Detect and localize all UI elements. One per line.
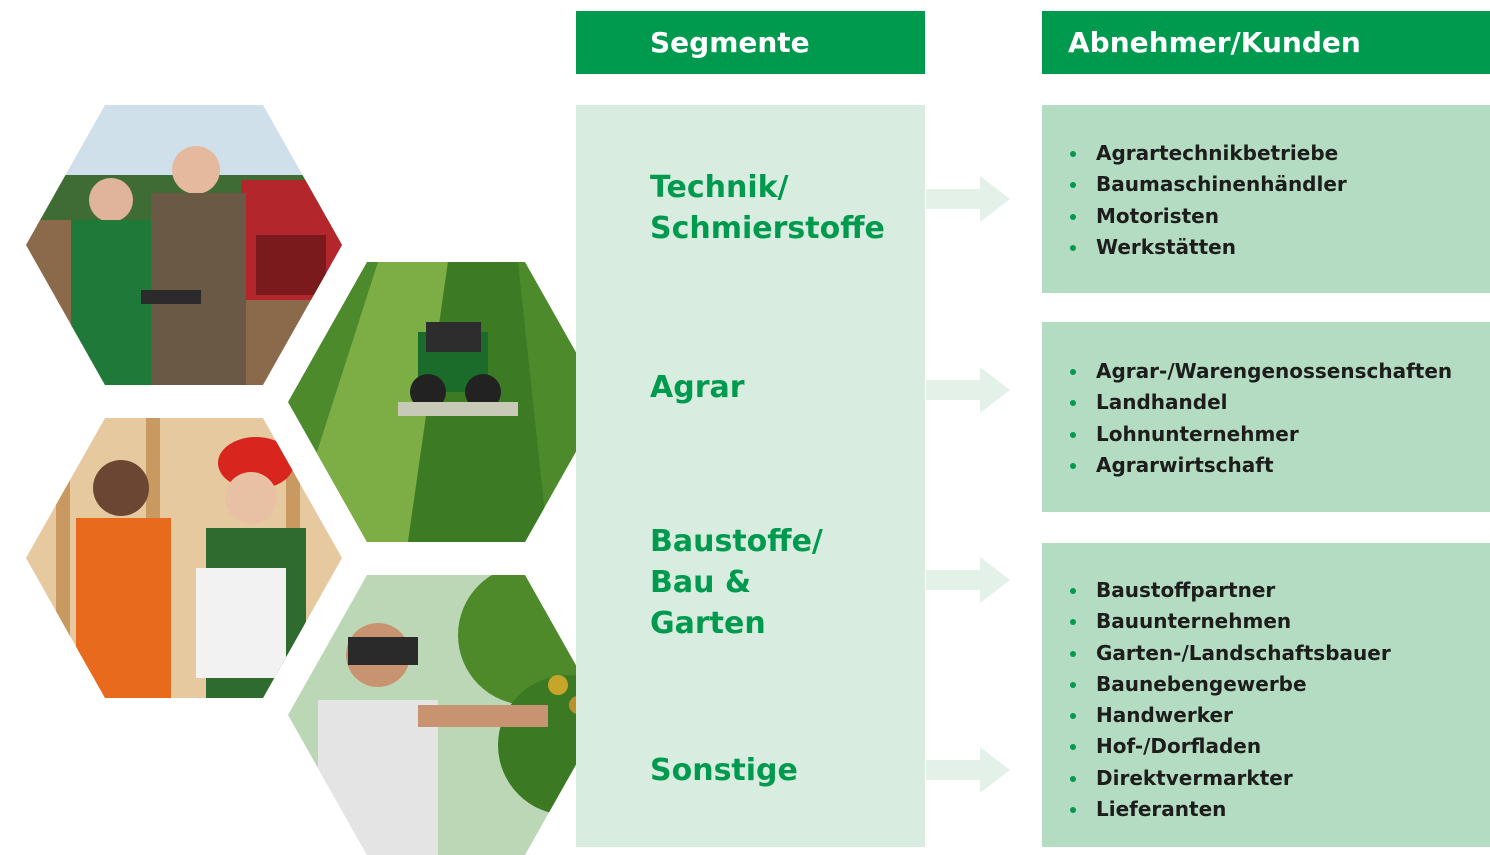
list-item: Werkstätten bbox=[1070, 232, 1347, 263]
list-item: Baunebengewerbe bbox=[1070, 669, 1391, 700]
segment-baustoffe: Baustoffe/ Bau & Garten bbox=[650, 524, 823, 641]
arrow-right-icon bbox=[926, 176, 1010, 222]
list-item: Hof-/Dorfladen bbox=[1070, 731, 1391, 762]
construction-workers-photo bbox=[26, 418, 342, 698]
segments-header-label: Segmente bbox=[650, 26, 810, 59]
segment-agrar: Agrar bbox=[650, 370, 745, 405]
segment-sonstige: Sonstige bbox=[650, 753, 798, 788]
segments-panel bbox=[576, 105, 925, 847]
list-item: Garten-/Landschaftsbauer bbox=[1070, 638, 1391, 669]
arrow-right-icon bbox=[926, 747, 1010, 793]
list-item: Baumaschinenhändler bbox=[1070, 169, 1347, 200]
list-item: Agrarwirtschaft bbox=[1070, 450, 1452, 481]
vr-greenhouse-photo bbox=[288, 575, 604, 855]
tractor-mowing-field-photo bbox=[288, 262, 604, 542]
customer-group-technik: Agrartechnikbetriebe Baumaschinenhändler… bbox=[1042, 105, 1490, 293]
list-item: Agrar-/Warengenossenschaften bbox=[1070, 356, 1452, 387]
customer-list: Baustoffpartner Bauunternehmen Garten-/L… bbox=[1070, 575, 1391, 825]
segment-technik: Technik/ Schmierstoffe bbox=[650, 170, 885, 246]
arrow-right-icon bbox=[926, 557, 1010, 603]
list-item: Handwerker bbox=[1070, 700, 1391, 731]
customer-list: Agrartechnikbetriebe Baumaschinenhändler… bbox=[1070, 138, 1347, 263]
list-item: Lohnunternehmer bbox=[1070, 419, 1452, 450]
customer-group-bau-sonstige: Baustoffpartner Bauunternehmen Garten-/L… bbox=[1042, 543, 1490, 847]
list-item: Lieferanten bbox=[1070, 794, 1391, 825]
farmers-with-tablet-photo bbox=[26, 105, 342, 385]
list-item: Direktvermarkter bbox=[1070, 763, 1391, 794]
list-item: Agrartechnikbetriebe bbox=[1070, 138, 1347, 169]
customer-list: Agrar-/Warengenossenschaften Landhandel … bbox=[1070, 356, 1452, 481]
list-item: Baustoffpartner bbox=[1070, 575, 1391, 606]
arrow-right-icon bbox=[926, 367, 1010, 413]
customer-group-agrar: Agrar-/Warengenossenschaften Landhandel … bbox=[1042, 322, 1490, 512]
segments-header: Segmente bbox=[576, 11, 925, 74]
list-item: Landhandel bbox=[1070, 387, 1452, 418]
list-item: Motoristen bbox=[1070, 201, 1347, 232]
list-item: Bauunternehmen bbox=[1070, 606, 1391, 637]
customers-header-label: Abnehmer/Kunden bbox=[1068, 26, 1361, 59]
customers-header: Abnehmer/Kunden bbox=[1042, 11, 1490, 74]
